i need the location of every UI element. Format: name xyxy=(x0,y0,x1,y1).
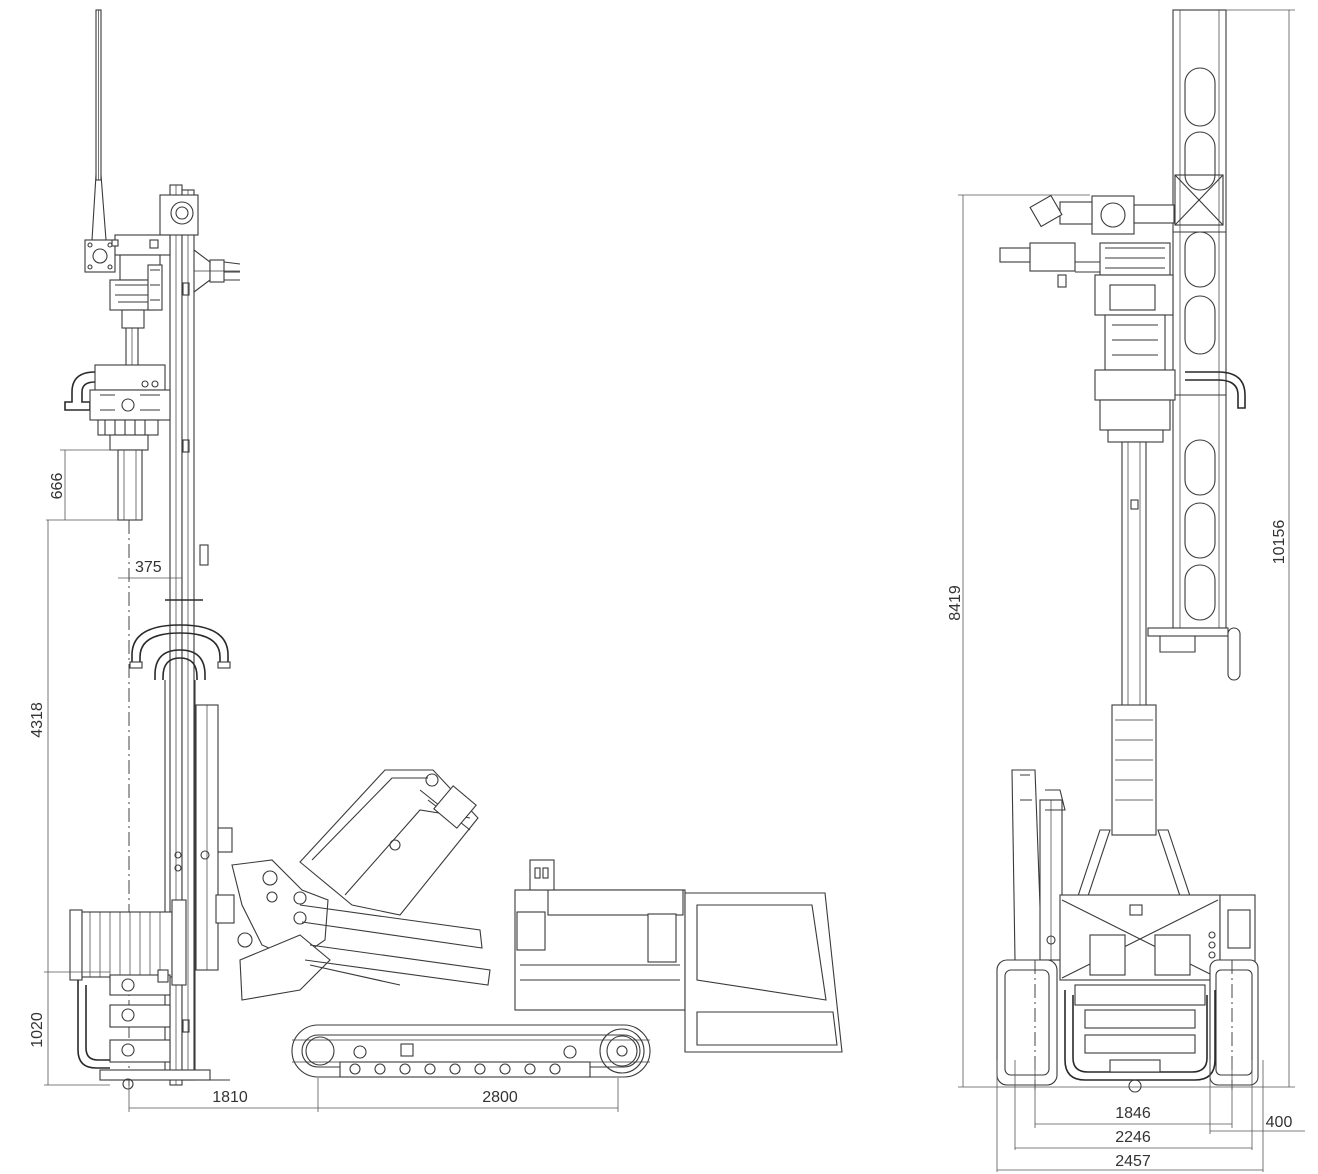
mast-base xyxy=(1147,627,1241,681)
front-gearbox xyxy=(1094,314,1246,443)
drill-rod-stub xyxy=(117,449,143,521)
dim-10156-label: 10156 xyxy=(1271,520,1288,565)
drill-head-lower xyxy=(64,364,171,451)
guide-cylinder xyxy=(174,544,235,971)
foot-clamp-unit xyxy=(69,899,211,1090)
dim-2800-label: 2800 xyxy=(482,1089,518,1106)
side-view-dimensions: 666 375 4318 1020 1810 2800 xyxy=(29,449,619,1112)
front-foot-clamp xyxy=(1064,984,1216,1093)
dim-1020-label: 1020 xyxy=(29,1012,46,1048)
crawler-track xyxy=(291,1024,651,1078)
dim-375-label: 375 xyxy=(135,559,162,576)
front-tracks xyxy=(996,959,1259,1086)
lattice-mast xyxy=(1172,9,1227,629)
dim-2246-label: 2246 xyxy=(1115,1129,1151,1146)
antenna-rod xyxy=(91,9,107,241)
mast xyxy=(159,184,203,1086)
cab xyxy=(684,892,843,1053)
front-drill-rod xyxy=(1111,441,1157,836)
dim-2457-label: 2457 xyxy=(1115,1153,1151,1170)
front-carrier xyxy=(1059,894,1256,1011)
dim-8419-label: 8419 xyxy=(947,585,964,621)
dim-4318-label: 4318 xyxy=(29,702,46,738)
front-view-drawing xyxy=(996,9,1259,1093)
drill-head-upper xyxy=(84,234,171,365)
front-drill-head xyxy=(999,194,1175,316)
dim-1810-label: 1810 xyxy=(212,1089,248,1106)
boom-arm xyxy=(299,769,479,916)
front-boom xyxy=(1011,769,1066,961)
dim-1846-label: 1846 xyxy=(1115,1105,1151,1122)
rod-clamp xyxy=(193,249,241,293)
a-frame xyxy=(1074,829,1194,906)
side-view-drawing xyxy=(64,9,843,1090)
dim-400-label: 400 xyxy=(1266,1114,1293,1131)
front-view-dimensions: 8419 10156 1846 400 2246 2457 xyxy=(947,9,1305,1172)
dim-666-label: 666 xyxy=(49,473,66,500)
mast-bracket xyxy=(231,859,491,1001)
carrier-body xyxy=(514,859,686,1011)
